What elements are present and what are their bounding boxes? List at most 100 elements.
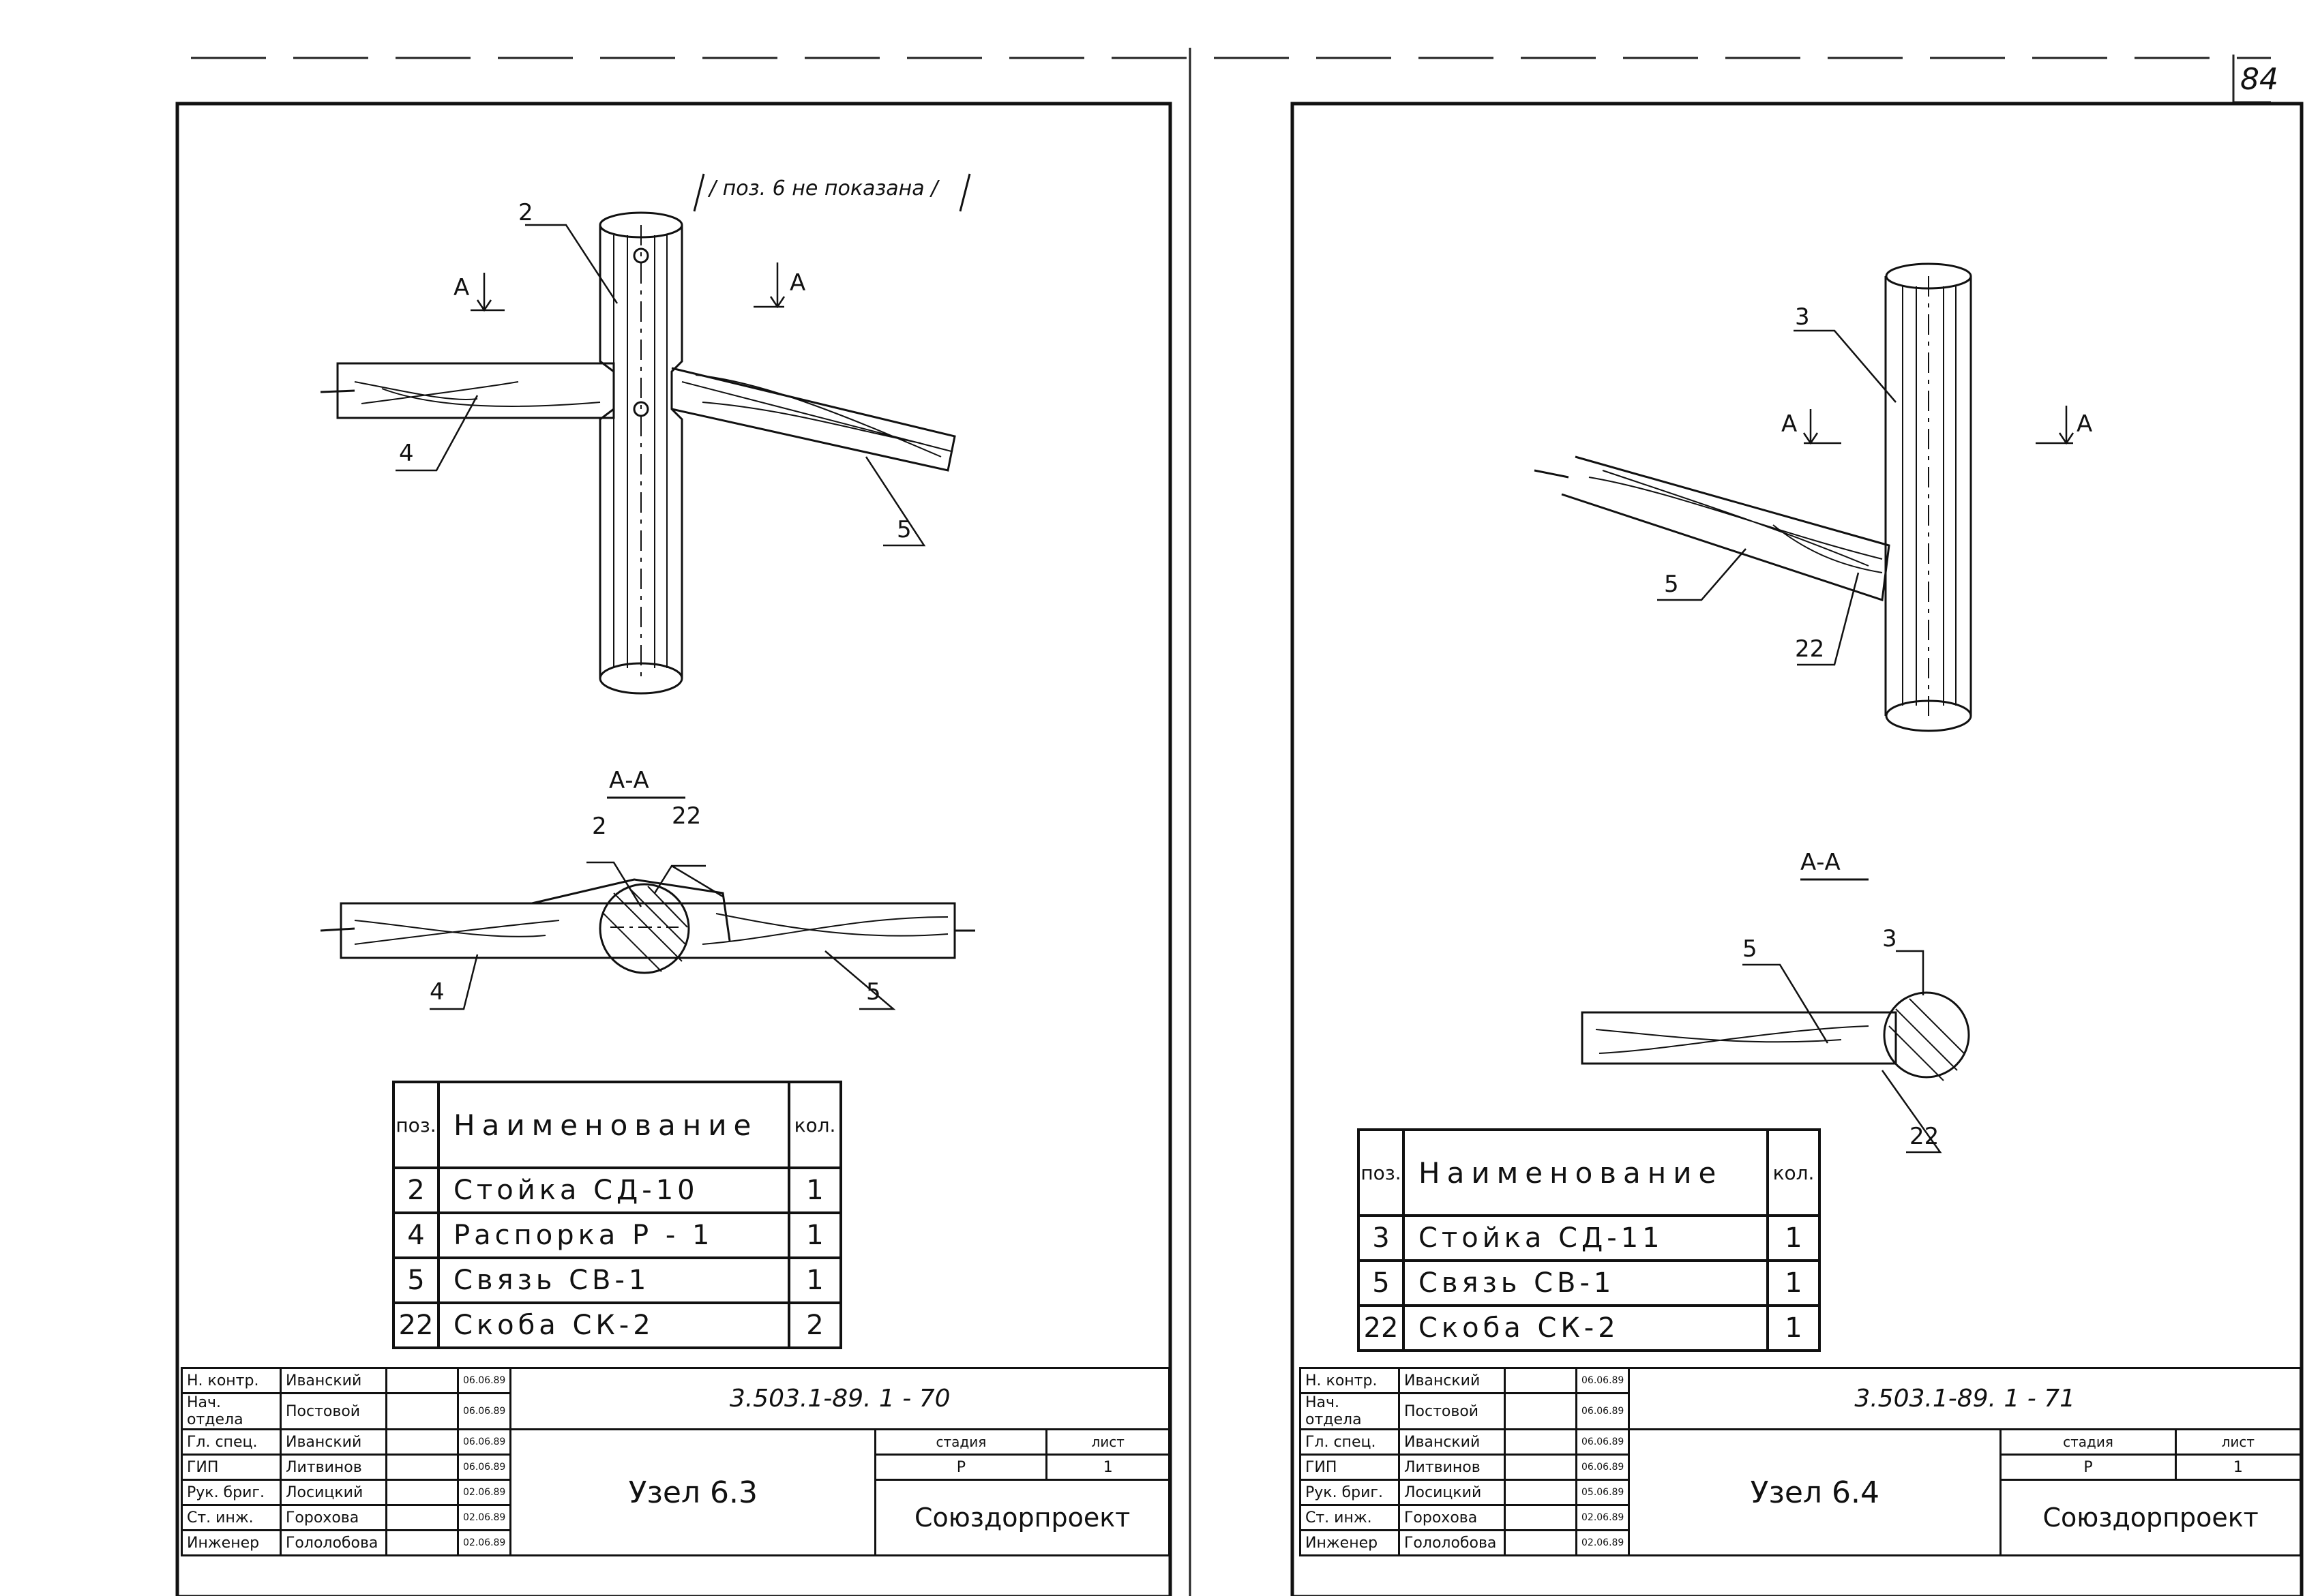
tb-sheet-label: лист <box>1045 1428 1170 1456</box>
tb-signature <box>385 1504 459 1531</box>
tb-title: Узел 6.3 <box>509 1428 877 1556</box>
tb-stage-value: Р <box>874 1454 1048 1481</box>
tb-name: Литвинов <box>1398 1454 1506 1481</box>
spec-header-pos: поз. <box>1357 1128 1405 1217</box>
spec-header-qty: кол. <box>1766 1128 1821 1217</box>
tb-stage-value: Р <box>1999 1454 2177 1481</box>
tb-name: Гололобова <box>1398 1529 1506 1556</box>
left-note: / поз. 6 не показана / <box>709 177 938 200</box>
tb-signature <box>385 1367 459 1394</box>
tb-code: 3.503.1-89. 1 - 71 <box>1628 1367 2302 1430</box>
spec-pos: 4 <box>392 1211 440 1259</box>
left-main-view <box>320 173 971 695</box>
right-section-callout-3: 3 <box>1882 925 1897 952</box>
tb-stage-label: стадия <box>1999 1428 2177 1456</box>
tb-title: Узел 6.4 <box>1628 1428 2002 1556</box>
right-section-callout-5: 5 <box>1742 935 1757 963</box>
spec-qty: 2 <box>788 1301 842 1349</box>
tb-role: Инженер <box>181 1529 282 1556</box>
tb-date: 06.06.89 <box>1575 1428 1631 1456</box>
spec-name: Скоба СК-2 <box>437 1301 790 1349</box>
tb-signature <box>385 1529 459 1556</box>
tb-name: Иванский <box>1398 1428 1506 1456</box>
tb-code: 3.503.1-89. 1 - 70 <box>509 1367 1170 1430</box>
spec-qty: 1 <box>788 1166 842 1214</box>
spec-pos: 22 <box>1357 1304 1405 1352</box>
tb-date: 06.06.89 <box>456 1428 512 1456</box>
tb-name: Иванский <box>1398 1367 1506 1394</box>
tb-name: Лосицкий <box>1398 1479 1506 1506</box>
spec-name: Скоба СК-2 <box>1402 1304 1769 1352</box>
tb-org: Союздорпроект <box>1999 1479 2302 1556</box>
tb-role: Рук. бриг. <box>181 1479 282 1506</box>
tb-signature <box>1504 1392 1577 1430</box>
right-section-mark-a1: А <box>1781 410 1798 438</box>
tb-date: 02.06.89 <box>1575 1529 1631 1556</box>
left-spec-table: поз. Наименование кол. 2 Стойка СД-10 1 … <box>392 1081 842 1349</box>
tb-name: Горохова <box>280 1504 387 1531</box>
spec-row: 22 Скоба СК-2 2 <box>392 1301 842 1349</box>
tb-sheet-label: лист <box>2174 1428 2302 1456</box>
spec-pos: 3 <box>1357 1214 1405 1262</box>
tb-date: 06.06.89 <box>456 1392 512 1430</box>
tb-sheets-value: 1 <box>2174 1454 2302 1481</box>
left-callout-5: 5 <box>897 516 912 543</box>
tb-signature <box>385 1428 459 1456</box>
tb-name: Лосицкий <box>280 1479 387 1506</box>
spec-row: 2 Стойка СД-10 1 <box>392 1166 842 1214</box>
spec-row: 22 Скоба СК-2 1 <box>1357 1304 1821 1352</box>
tb-date: 06.06.89 <box>456 1367 512 1394</box>
left-section-callout-2: 2 <box>592 813 607 840</box>
left-callout-4: 4 <box>399 440 414 467</box>
tb-signature <box>385 1392 459 1430</box>
tb-date: 06.06.89 <box>1575 1392 1631 1430</box>
tb-role: Инженер <box>1299 1529 1400 1556</box>
spec-qty: 1 <box>788 1211 842 1259</box>
spec-row: 5 Связь СВ-1 1 <box>392 1256 842 1304</box>
tb-role: ГИП <box>181 1454 282 1481</box>
tb-signature <box>1504 1454 1577 1481</box>
tb-signature <box>385 1479 459 1506</box>
left-section-callout-4: 4 <box>430 978 445 1006</box>
tb-date: 06.06.89 <box>1575 1454 1631 1481</box>
right-section-title: А-А <box>1800 849 1841 876</box>
spec-header-pos: поз. <box>392 1081 440 1169</box>
tb-role: Н. контр. <box>1299 1367 1400 1394</box>
left-title-block: Н. контр. Иванский 06.06.89 3.503.1-89. … <box>181 1367 1170 1556</box>
spec-pos: 22 <box>392 1301 440 1349</box>
right-main-view <box>1534 262 2074 732</box>
tb-name: Иванский <box>280 1428 387 1456</box>
tb-date: 02.06.89 <box>456 1504 512 1531</box>
left-section-mark-a2: А <box>790 269 806 297</box>
right-section-callout-22: 22 <box>1909 1123 1939 1150</box>
tb-date: 06.06.89 <box>456 1454 512 1481</box>
right-callout-5: 5 <box>1664 571 1679 598</box>
right-spec-table: поз. Наименование кол. 3 Стойка СД-11 1 … <box>1357 1128 1821 1352</box>
tb-role: Нач. отдела <box>1299 1392 1400 1430</box>
spec-name: Распорка Р - 1 <box>437 1211 790 1259</box>
tb-role: Гл. спец. <box>181 1428 282 1456</box>
spec-header-qty: кол. <box>788 1081 842 1169</box>
spec-pos: 2 <box>392 1166 440 1214</box>
tb-org: Союздорпроект <box>874 1479 1170 1556</box>
tb-date: 05.06.89 <box>1575 1479 1631 1506</box>
tb-signature <box>385 1454 459 1481</box>
spec-row: 5 Связь СВ-1 1 <box>1357 1259 1821 1307</box>
spec-name: Связь СВ-1 <box>1402 1259 1769 1307</box>
spec-qty: 1 <box>788 1256 842 1304</box>
tb-name: Горохова <box>1398 1504 1506 1531</box>
tb-date: 06.06.89 <box>1575 1367 1631 1394</box>
tb-name: Литвинов <box>280 1454 387 1481</box>
right-callout-3: 3 <box>1795 303 1810 331</box>
tb-date: 02.06.89 <box>456 1479 512 1506</box>
spec-qty: 1 <box>1766 1214 1821 1262</box>
left-section-callout-5: 5 <box>866 978 881 1006</box>
sheet-frame-left <box>175 102 1172 1596</box>
tb-role: Н. контр. <box>181 1367 282 1394</box>
tb-date: 02.06.89 <box>456 1529 512 1556</box>
tb-sheets-value: 1 <box>1045 1454 1170 1481</box>
spec-header-name: Наименование <box>1402 1128 1769 1217</box>
tb-date: 02.06.89 <box>1575 1504 1631 1531</box>
spec-row: 3 Стойка СД-11 1 <box>1357 1214 1821 1262</box>
